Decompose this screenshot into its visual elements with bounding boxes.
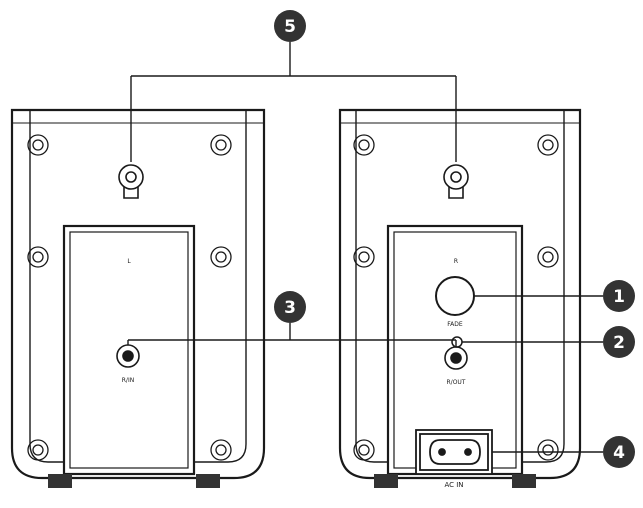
screw-icon [353,134,375,156]
screw-icon [27,134,49,156]
left-speaker-top-label: L [127,258,131,265]
screw-icon [210,134,232,156]
callout-label-3: 3 [284,298,296,318]
callout-badge-1: 1 [603,280,635,312]
screw-icon [353,246,375,268]
left-keyhole-mount-icon [118,164,144,199]
left-foot [196,474,220,488]
left-back-panel [62,224,196,476]
callout-label-1: 1 [613,287,625,307]
right-speaker-housing [338,108,582,480]
right-jack-label: R/OUT [447,379,466,386]
callout-badge-4: 4 [603,436,635,468]
leader-line-5 [130,42,457,162]
left-speaker-housing [10,108,266,480]
callout-label-2: 2 [613,333,625,353]
screw-icon [537,439,559,461]
callout-label-4: 4 [613,443,625,463]
fade-knob-label: FADE [447,321,463,328]
callout-badge-3: 3 [274,291,306,323]
callout-badge-5: 5 [274,10,306,42]
leader-lines [127,42,603,453]
screw-icon [210,246,232,268]
left-back-panel-inner [69,231,189,469]
right-foot [374,474,398,488]
screw-icon [537,246,559,268]
screw-icon [353,439,375,461]
leader-line-3 [127,323,457,347]
screw-icon [27,246,49,268]
screw-icon [27,439,49,461]
right-foot [512,474,536,488]
left-speaker [10,108,266,488]
ac-power-socket-icon [415,429,493,475]
screw-icon [537,134,559,156]
ac-in-label: AC IN [444,481,463,489]
callout-label-5: 5 [284,17,296,37]
right-screws [353,134,559,461]
screw-icon [210,439,232,461]
right-keyhole-mount-icon [443,164,469,199]
left-foot [48,474,72,488]
callout-badge-2: 2 [603,326,635,358]
left-screws [27,134,232,461]
right-speaker-top-label: R [454,258,458,265]
right-speaker [338,108,582,488]
left-jack-label: R/IN [122,377,134,384]
